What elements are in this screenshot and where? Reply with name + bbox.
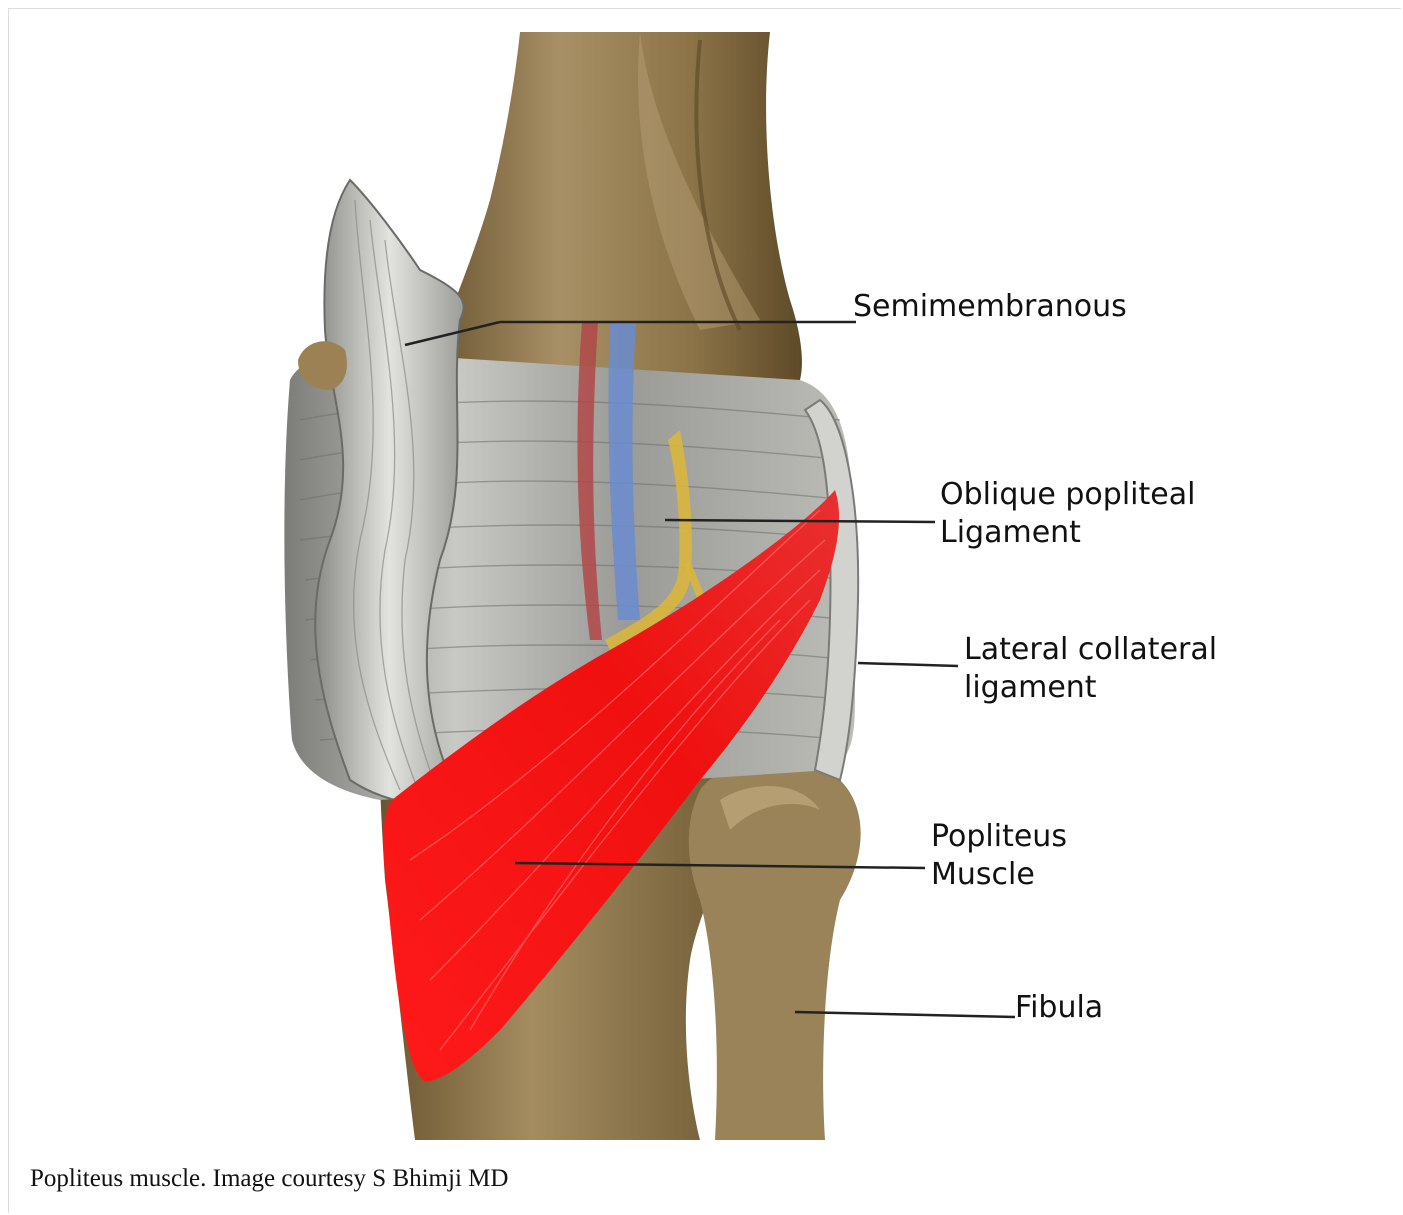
label-popliteus-line1: Popliteus bbox=[931, 818, 1067, 855]
label-lateral-collateral-line1: Lateral collateral bbox=[964, 631, 1217, 668]
label-oblique-popliteal-line1: Oblique popliteal bbox=[940, 476, 1195, 513]
fibula-bone bbox=[689, 758, 861, 1140]
label-semimembranous: Semimembranous bbox=[853, 288, 1127, 325]
leader-fibula bbox=[795, 1012, 1015, 1017]
figure-caption: Popliteus muscle. Image courtesy S Bhimj… bbox=[30, 1165, 508, 1193]
label-popliteus-line2: Muscle bbox=[931, 856, 1035, 893]
label-fibula: Fibula bbox=[1015, 989, 1103, 1026]
label-oblique-popliteal-line2: Ligament bbox=[940, 514, 1081, 551]
knee-anatomy-illustration bbox=[0, 0, 1403, 1150]
leader-lateral bbox=[858, 663, 958, 666]
label-lateral-collateral-line2: ligament bbox=[964, 669, 1097, 706]
